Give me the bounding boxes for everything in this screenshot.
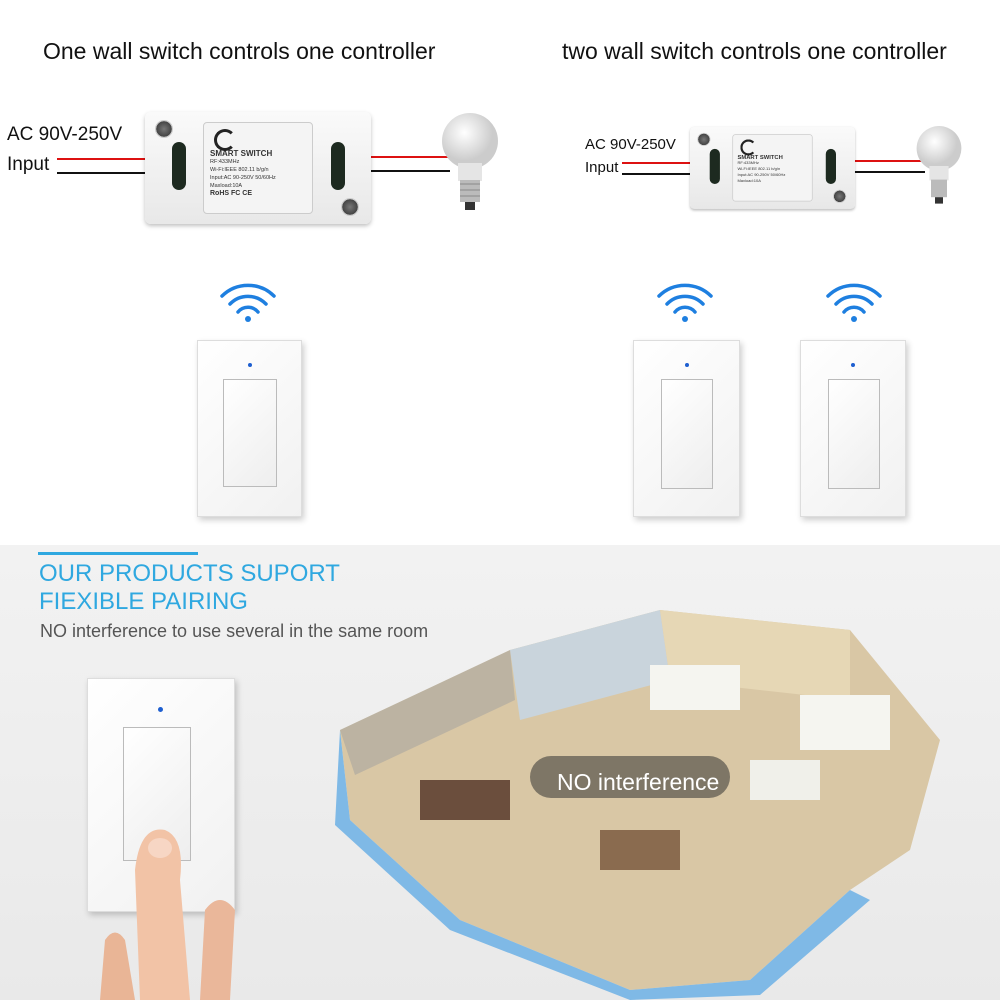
light-bulb-icon — [916, 126, 962, 204]
live-wire-out — [335, 156, 450, 158]
wall-switch[interactable] — [633, 340, 740, 517]
accent-line — [38, 552, 198, 555]
controller-name: SMART SWITCH — [737, 154, 783, 161]
spec-line: Wi-Fi:IEEE 802.11 b/g/n — [210, 167, 269, 173]
input-label: Input — [585, 159, 619, 176]
spec-line: Maxload:10A — [210, 183, 243, 189]
wifi-signal-icon — [826, 283, 882, 322]
wall-switch-large[interactable] — [87, 678, 235, 912]
spec-line: Maxload:10A — [737, 178, 761, 184]
wall-switch[interactable] — [197, 340, 302, 517]
wifi-signal-icon — [220, 283, 276, 322]
input-label: Input — [7, 154, 50, 175]
promo-heading-1: OUR PRODUCTS SUPORT — [39, 560, 340, 587]
spec-line: Input:AC 90-250V 50/60Hz — [210, 175, 276, 181]
floorplan-image — [335, 610, 940, 1000]
promo-heading-2: FIEXIBLE PAIRING — [39, 588, 248, 615]
spec-line: RF:433MHz — [737, 161, 759, 166]
cert-marks: RoHS FC CE — [210, 190, 252, 197]
promo-subtext: NO interference to use several in the sa… — [40, 621, 429, 641]
light-bulb-icon — [442, 113, 498, 210]
live-wire — [57, 158, 177, 160]
spec-line: Input:AC 90-250V 50/60Hz — [737, 172, 786, 178]
spec-line: RF:433MHz — [210, 159, 240, 165]
keyhole-icon — [214, 129, 236, 151]
ac-voltage-label: AC 90V-250V — [7, 124, 123, 145]
ac-voltage-label: AC 90V-250V — [585, 136, 676, 153]
floorplan-label: NO interference — [557, 769, 720, 795]
left-panel-title: One wall switch controls one controller — [43, 38, 436, 64]
smart-switch-controller: SMART SWITCH RF:433MHz Wi-Fi:IEEE 802.11… — [690, 127, 855, 209]
finger-hand-image — [100, 829, 235, 1000]
spec-line: Wi-Fi:IEEE 802.11 b/g/n — [737, 167, 781, 172]
neutral-wire — [57, 172, 177, 174]
smart-switch-controller: SMART SWITCH RF:433MHz Wi-Fi:IEEE 802.11… — [145, 112, 371, 224]
right-panel-title: two wall switch controls one controller — [562, 38, 947, 64]
controller-name: SMART SWITCH — [210, 149, 273, 158]
wifi-signal-icon — [657, 283, 713, 322]
wall-switch[interactable] — [800, 340, 906, 517]
neutral-wire-out — [335, 170, 450, 172]
